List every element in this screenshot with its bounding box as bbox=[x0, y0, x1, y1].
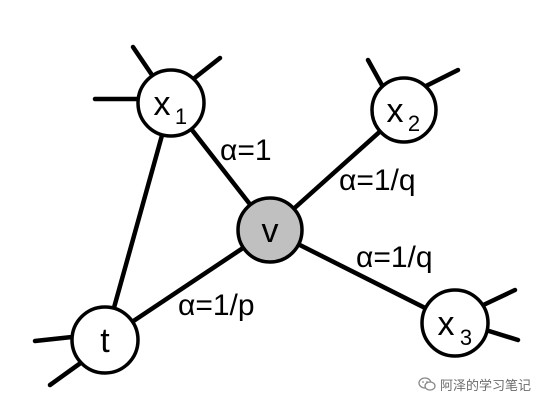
watermark: 阿泽的学习笔记 bbox=[418, 373, 531, 395]
stub-x1-upright bbox=[189, 55, 223, 83]
stub-x2-left bbox=[365, 57, 386, 90]
stub-x2-right bbox=[421, 67, 461, 90]
edge-label-v-x3: α=1/q bbox=[356, 241, 433, 274]
node-x3: x 3 bbox=[420, 288, 490, 358]
node-t-label: t bbox=[100, 322, 110, 360]
stub-t-downleft bbox=[47, 359, 85, 388]
node-x2: x 2 bbox=[370, 76, 438, 144]
stub-x3-right bbox=[486, 328, 521, 343]
node-x1: x 1 bbox=[136, 68, 206, 138]
wechat-icon bbox=[418, 377, 436, 391]
node-x1-label: x bbox=[154, 85, 171, 123]
stub-t-left bbox=[32, 334, 75, 344]
watermark-text: 阿泽的学习笔记 bbox=[440, 378, 532, 394]
node-v: v bbox=[236, 196, 304, 264]
stub-x1-upleft bbox=[130, 44, 155, 78]
node-x2-subscript: 2 bbox=[408, 111, 420, 136]
node-v-label: v bbox=[262, 212, 279, 250]
node-x3-label: x bbox=[438, 305, 455, 343]
node-x2-label: x bbox=[387, 92, 404, 130]
edge-x1-t bbox=[102, 100, 174, 343]
edge-label-v-x1: α=1 bbox=[220, 134, 272, 167]
edge-label-v-t: α=1/p bbox=[178, 289, 255, 322]
edge-label-v-x2: α=1/q bbox=[339, 164, 416, 197]
node-x3-subscript: 3 bbox=[460, 325, 472, 350]
node-x1-subscript: 1 bbox=[175, 104, 187, 129]
node-t: t bbox=[70, 305, 140, 375]
